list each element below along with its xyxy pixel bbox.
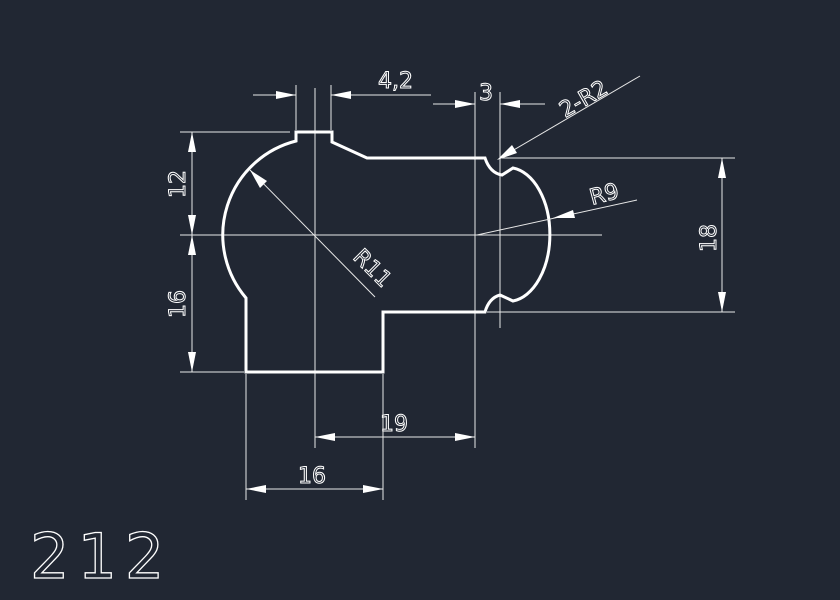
molding-profile [221,130,552,374]
dimension-label-notch-offset: 3 [479,81,493,106]
dimension-label-base-width: 16 [298,464,326,489]
leader-right-radius: R9 [476,179,638,236]
dimension-notch-offset: 3 [433,81,545,108]
dimension-base-width: 16 [245,374,384,500]
dimension-label-left-radius: R11 [348,245,396,293]
dimension-right-height: 18 [487,157,735,313]
dimension-label-top-notch: 4,2 [378,69,413,94]
dimension-label-notch-radius: 2-R2 [556,76,613,123]
dimension-left-heights: 12 16 [166,131,290,373]
leader-left-radius: R11 [249,169,397,298]
dimension-label-upper-height: 12 [166,170,191,198]
leader-notch-radius: 2-R2 [497,75,641,160]
dimension-label-lower-height: 16 [166,290,191,318]
dimension-center-to-notch: 19 [315,412,475,441]
dimension-label-right-height: 18 [697,224,722,252]
dimension-top-notch: 4,2 [253,69,431,130]
part-number-label: 212 [30,520,172,593]
dimension-label-right-radius: R9 [587,179,622,211]
dimension-label-center-to-notch: 19 [380,412,408,437]
